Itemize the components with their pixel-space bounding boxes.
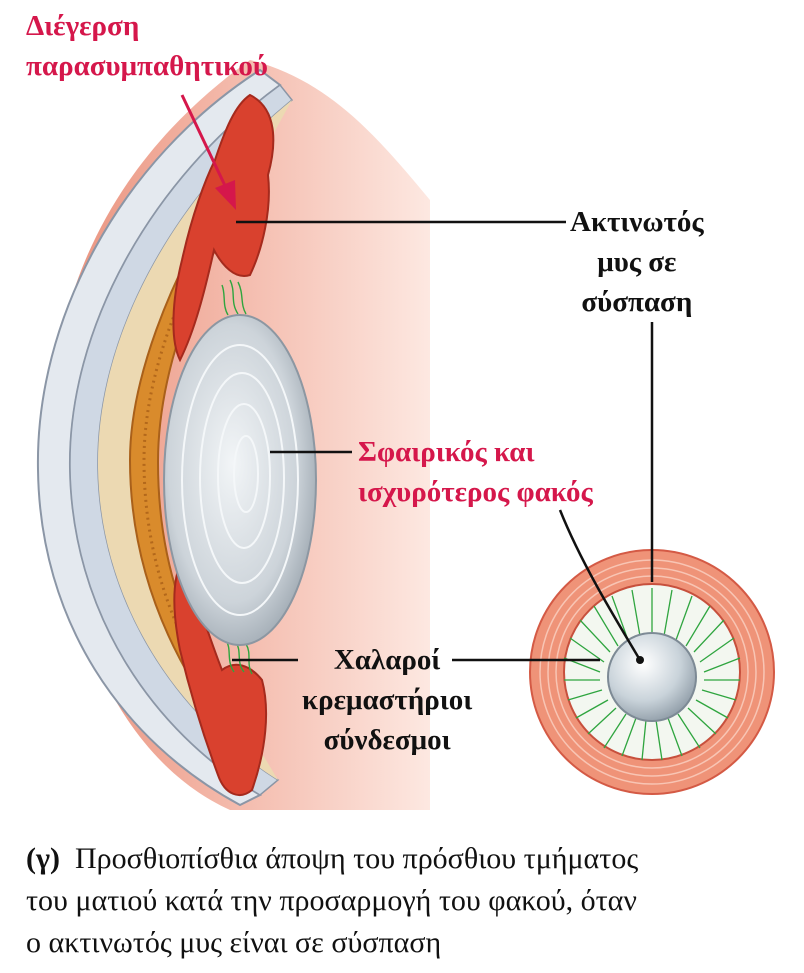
label-ligaments: Χαλαροί κρεμαστήριοι σύνδεσμοι (302, 640, 472, 760)
label-ligaments-line-1: Χαλαροί (333, 644, 441, 676)
label-parasympathetic-line-2: παρασυμπαθητικού (26, 50, 268, 82)
caption-line-1-text: Προσθιοπίσθια άποψη του πρόσθιου τμήματο… (75, 842, 639, 875)
zonule-fibers-upper (221, 279, 247, 316)
ciliary-muscle-upper (172, 93, 275, 363)
caption-line-2: του ματιού κατά την προσαρμογή του φακού… (26, 884, 637, 917)
label-ciliary-muscle-line-2: μυς σε (597, 246, 677, 278)
caption-line-3: ο ακτινωτός μυς είναι σε σύσπαση (26, 926, 442, 959)
caption-letter: (γ) (26, 842, 61, 875)
label-ligaments-line-2: κρεμαστήριοι (302, 684, 473, 716)
parasympathetic-arrow (180, 94, 236, 210)
label-ligaments-line-3: σύνδεσμοι (323, 724, 451, 756)
label-ciliary-muscle: Ακτινωτός μυς σε σύσπαση (570, 202, 704, 322)
anterior-chamber (97, 100, 292, 780)
eye-section (36, 60, 430, 810)
label-parasympathetic-line-1: Διέγερση (26, 10, 140, 42)
front-lens-leader (558, 509, 642, 661)
label-parasympathetic: Διέγερση παρασυμπαθητικού (26, 6, 268, 86)
figure-caption: (γ) Προσθιοπίσθια άποψη του πρόσθιου τμή… (26, 838, 796, 964)
label-ciliary-muscle-line-1: Ακτινωτός (570, 206, 704, 238)
caption-line-1: (γ) Προσθιοπίσθια άποψη του πρόσθιου τμή… (26, 838, 796, 880)
front-view-lens (607, 632, 697, 722)
front-view-zonules (563, 588, 741, 761)
eye-diagram (36, 60, 775, 810)
label-lens-line-2: ισχυρότερος φακός (358, 476, 593, 508)
lens (163, 314, 317, 646)
label-lens: Σφαιρικός και ισχυρότερος φακός (358, 432, 593, 512)
front-view-ring (529, 549, 775, 795)
label-lens-line-1: Σφαιρικός και (358, 436, 535, 468)
ciliary-muscle-lower (173, 557, 268, 796)
label-ciliary-muscle-line-3: σύσπαση (581, 286, 693, 318)
